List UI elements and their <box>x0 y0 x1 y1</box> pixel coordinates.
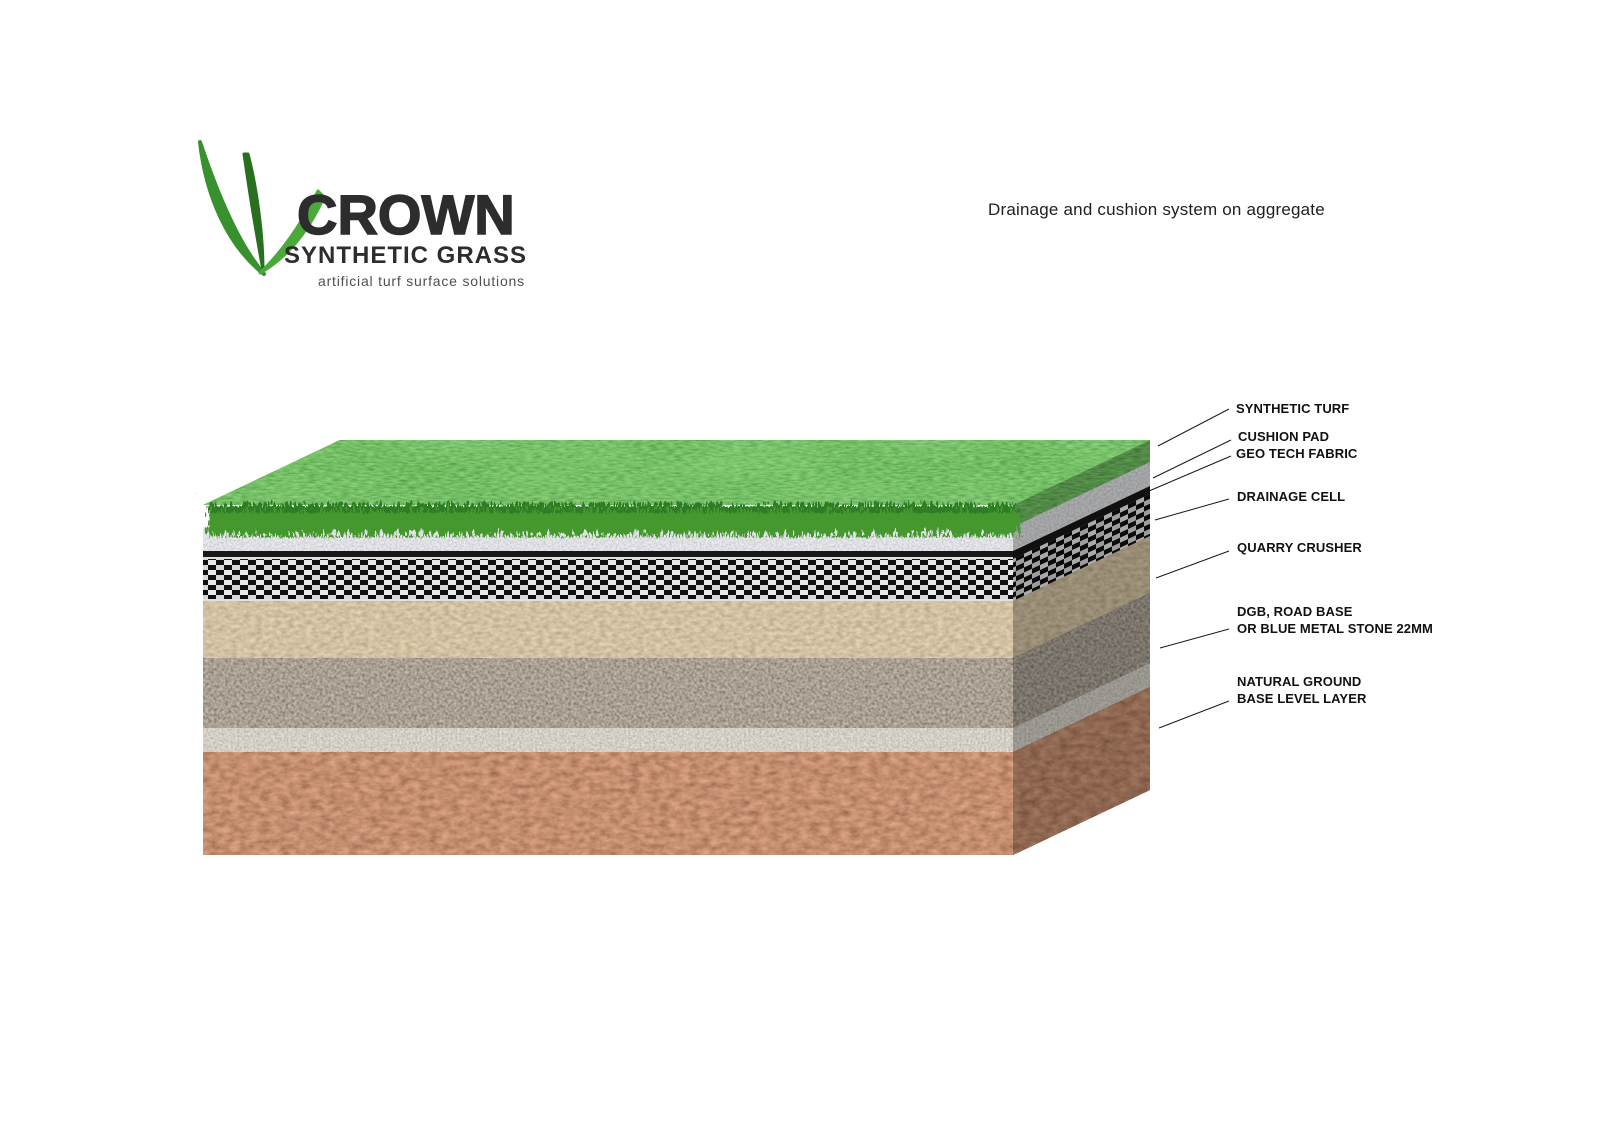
grass-fringe <box>203 500 1015 531</box>
grass-blades-icon <box>198 140 326 276</box>
label-synthetic-turf: SYNTHETIC TURF <box>1236 401 1350 416</box>
layer-quarry-crusher-side-texture <box>1013 536 1150 658</box>
boundary-line-drain-quarry <box>203 599 1013 601</box>
label-drainage-cell: DRAINAGE CELL <box>1237 489 1346 504</box>
leader-line-natural-ground <box>1158 700 1230 729</box>
grass-fringe-front <box>203 507 1015 531</box>
layer-natural-ground-side-texture <box>1013 687 1150 855</box>
page-title: Drainage and cushion system on aggregate <box>988 200 1325 219</box>
leader-line-cushion-pad <box>1152 439 1232 479</box>
label-geo-tech-fabric: GEO TECH FABRIC <box>1236 446 1358 461</box>
leader-line-dgb-road-base <box>1159 628 1230 649</box>
block-side-faces <box>1013 440 1150 855</box>
layer-geo-tech-fabric-side <box>1013 486 1150 559</box>
label-quarry-crusher: QUARRY CRUSHER <box>1237 540 1362 555</box>
logo-brand-subtitle: SYNTHETIC GRASS <box>284 242 528 269</box>
leader-line-drainage-cell <box>1154 498 1230 521</box>
logo-blade-left <box>198 140 266 276</box>
layer-dgb-road-base-front-texture <box>203 658 1013 728</box>
layer-natural-ground-front-texture <box>203 752 1013 855</box>
layer-drainage-cell-front <box>203 559 1013 601</box>
side-shading-overlay <box>1013 440 1150 855</box>
label-cushion-pad: CUSHION PAD <box>1238 429 1330 444</box>
layer-geo-tech-fabric-front <box>203 551 1013 559</box>
layer-cushion-pad-side-texture <box>1013 462 1150 551</box>
block-front-faces <box>203 527 1013 855</box>
logo-blade-right <box>258 189 326 275</box>
label-dgb-road-base: DGB, ROAD BASE OR BLUE METAL STONE 22MM <box>1237 604 1433 636</box>
logo-brand-name: CROWN <box>296 183 515 246</box>
layer-dgb-road-base-side-texture <box>1013 593 1150 728</box>
layer-drainage-cell-side <box>1013 494 1150 601</box>
layer-dgb-light-band-side-texture <box>1013 663 1150 752</box>
block-top-face <box>203 440 1150 505</box>
layer-dgb-light-band-front-texture <box>203 728 1013 752</box>
layer-synthetic-turf-top-patches <box>203 440 1150 505</box>
leader-line-synthetic-turf <box>1157 408 1230 447</box>
layer-quarry-crusher-front-texture <box>203 601 1013 658</box>
leader-lines <box>1148 408 1232 729</box>
label-natural-ground: NATURAL GROUND BASE LEVEL LAYER <box>1237 674 1367 706</box>
leader-line-quarry-crusher <box>1155 550 1230 579</box>
logo-brand-tagline: artificial turf surface solutions <box>318 273 525 289</box>
boundary-line-fabric-drain <box>203 557 1013 559</box>
layer-synthetic-turf-side-texture <box>1013 440 1150 527</box>
leader-line-geo-tech-fabric <box>1148 455 1232 492</box>
